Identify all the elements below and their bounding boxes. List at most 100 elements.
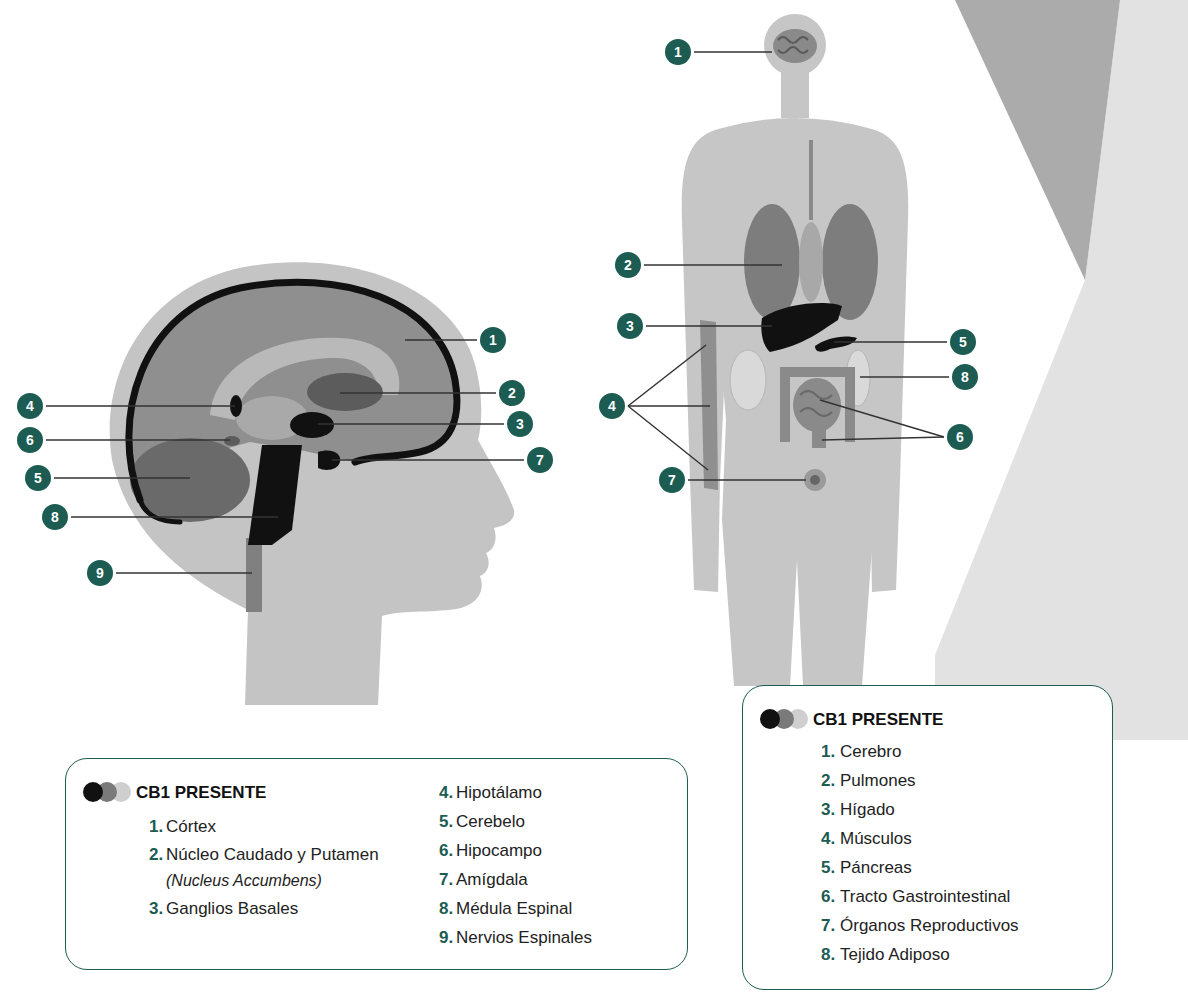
list-number: 3. bbox=[149, 899, 163, 919]
list-item: Cerebro bbox=[840, 742, 901, 762]
leader-line bbox=[688, 479, 806, 481]
leader-line bbox=[644, 264, 782, 266]
body-head bbox=[764, 14, 826, 76]
callout-number: 6 bbox=[947, 424, 973, 450]
list-number: 6. bbox=[439, 841, 453, 861]
reproductive-organs bbox=[804, 469, 826, 491]
list-number: 5. bbox=[821, 858, 835, 878]
spinal-nerves bbox=[246, 538, 262, 612]
callout-number: 4 bbox=[599, 393, 625, 419]
list-item: Médula Espinal bbox=[456, 899, 572, 919]
legend-dot bbox=[760, 709, 780, 729]
legend-dot bbox=[788, 709, 808, 729]
list-number: 8. bbox=[439, 899, 453, 919]
list-number: 2. bbox=[149, 845, 163, 865]
mediastinum bbox=[799, 222, 823, 302]
callout-number: 6 bbox=[17, 427, 43, 453]
cortex-outline bbox=[129, 282, 457, 500]
pancreas bbox=[815, 336, 857, 351]
callout-number: 3 bbox=[617, 313, 643, 339]
corpus-callosum bbox=[210, 338, 399, 420]
intestine-folds bbox=[800, 391, 832, 416]
body-neck bbox=[781, 70, 809, 118]
legend-dot bbox=[111, 782, 131, 802]
list-item: Amígdala bbox=[456, 870, 528, 890]
list-number: 7. bbox=[821, 916, 835, 936]
brain-folds bbox=[778, 37, 808, 53]
arm-muscle bbox=[700, 320, 718, 490]
leader-line bbox=[860, 376, 949, 378]
basal-ganglia bbox=[290, 412, 334, 438]
hippocampus bbox=[224, 436, 240, 446]
list-item: Hipocampo bbox=[456, 841, 542, 861]
list-item: Tracto Gastrointestinal bbox=[840, 887, 1010, 907]
list-item: Córtex bbox=[166, 817, 216, 837]
list-item: Cerebelo bbox=[456, 812, 525, 832]
list-item: Órganos Reproductivos bbox=[840, 916, 1019, 936]
leader-line bbox=[71, 516, 278, 518]
callout-number: 7 bbox=[659, 467, 685, 493]
list-number: 9. bbox=[439, 928, 453, 948]
leader-line bbox=[340, 392, 496, 394]
list-number: 7. bbox=[439, 870, 453, 890]
callout-number: 4 bbox=[17, 393, 43, 419]
leader-line bbox=[822, 437, 944, 440]
list-item: Hipotálamo bbox=[456, 783, 542, 803]
callout-number: 7 bbox=[527, 447, 553, 473]
leader-line bbox=[646, 325, 772, 327]
list-item: Ganglios Basales bbox=[166, 899, 298, 919]
caudate-putamen bbox=[307, 373, 383, 411]
head-silhouette bbox=[110, 262, 515, 705]
leader-line bbox=[820, 400, 944, 437]
legend-dot bbox=[97, 782, 117, 802]
list-number: 2. bbox=[821, 771, 835, 791]
callout-number: 8 bbox=[42, 504, 68, 530]
leader-line bbox=[405, 339, 477, 341]
cortex-outline bbox=[140, 500, 180, 522]
callout-number: 1 bbox=[480, 327, 506, 353]
background-triangle bbox=[955, 0, 1120, 280]
callout-number: 1 bbox=[665, 39, 691, 65]
small-intestine bbox=[793, 378, 841, 432]
trachea bbox=[809, 140, 813, 220]
cerebellum bbox=[130, 438, 250, 522]
callout-number: 5 bbox=[25, 465, 51, 491]
reproductive-organs bbox=[810, 475, 820, 485]
leader-line bbox=[46, 405, 235, 407]
list-number: 4. bbox=[439, 783, 453, 803]
leader-lines bbox=[628, 52, 949, 480]
list-number: 6. bbox=[821, 887, 835, 907]
body-torso bbox=[717, 118, 875, 686]
list-number: 8. bbox=[821, 945, 835, 965]
leader-line bbox=[116, 572, 252, 574]
leader-line bbox=[46, 439, 230, 441]
callout-number: 5 bbox=[950, 329, 976, 355]
list-number: 3. bbox=[821, 800, 835, 820]
leader-line bbox=[318, 423, 504, 425]
leader-line bbox=[628, 406, 708, 470]
legend-box: CB1 PRESENTE1.Cerebro2.Pulmones3.Hígado4… bbox=[742, 685, 1113, 990]
leader-line bbox=[834, 341, 947, 343]
callout-number: 2 bbox=[499, 380, 525, 406]
list-item: Tejido Adiposo bbox=[840, 945, 950, 965]
list-item: Páncreas bbox=[840, 858, 912, 878]
legend-dot bbox=[83, 782, 103, 802]
legend-heading: CB1 PRESENTE bbox=[813, 710, 943, 730]
list-item: Pulmones bbox=[840, 771, 916, 791]
list-item: Músculos bbox=[840, 829, 912, 849]
body-brain bbox=[773, 29, 817, 63]
callout-number: 8 bbox=[952, 364, 978, 390]
leader-line bbox=[332, 459, 524, 461]
leader-line bbox=[628, 405, 710, 407]
list-item: Hígado bbox=[840, 800, 895, 820]
list-number: 1. bbox=[149, 817, 163, 837]
legend-box: CB1 PRESENTE1.Córtex2.Núcleo Caudado y P… bbox=[65, 758, 688, 970]
legend-heading: CB1 PRESENTE bbox=[136, 783, 266, 803]
list-number: 4. bbox=[821, 829, 835, 849]
leader-line bbox=[694, 51, 772, 53]
background-shape bbox=[935, 0, 1188, 740]
list-item: Nervios Espinales bbox=[456, 928, 592, 948]
list-item-note: (Nucleus Accumbens) bbox=[166, 871, 322, 891]
rectum bbox=[812, 428, 826, 448]
